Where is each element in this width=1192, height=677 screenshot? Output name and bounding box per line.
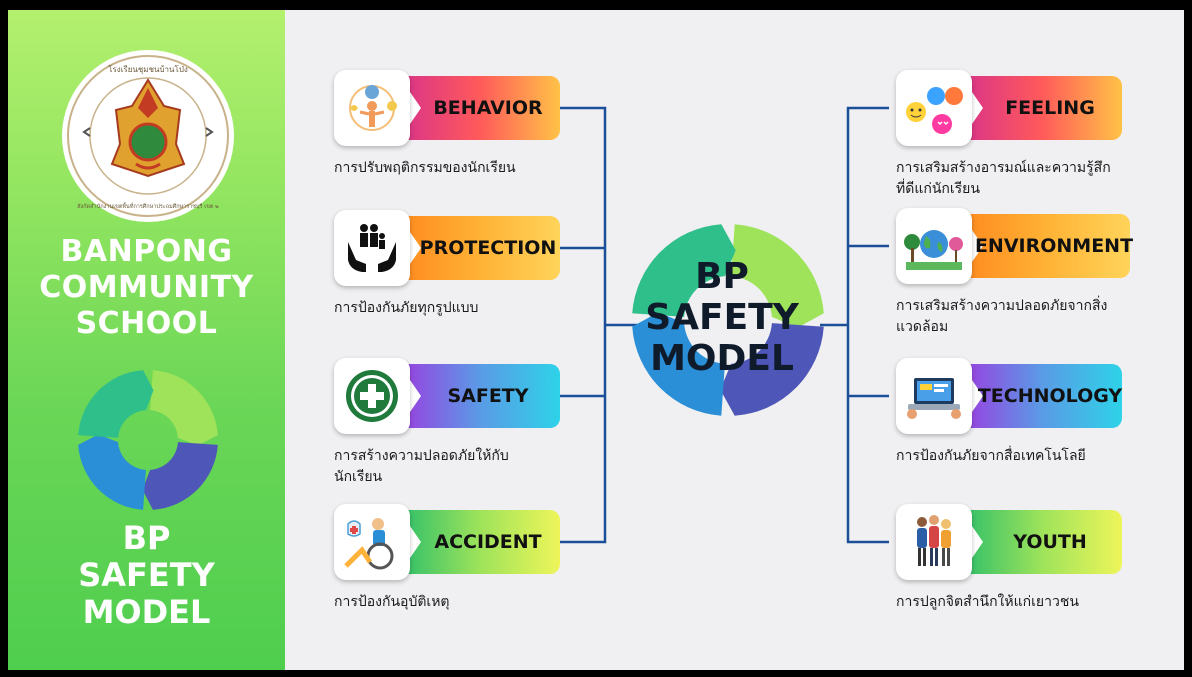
infographic-frame: โรงเรียนชุมชนบ้านโป่ง สังกัดสำนักงานเขตพ… — [8, 10, 1184, 670]
svg-text:โรงเรียนชุมชนบ้านโป่ง: โรงเรียนชุมชนบ้านโป่ง — [108, 64, 188, 74]
model-title-line: MODEL — [82, 593, 211, 631]
cycle-segment — [632, 224, 736, 317]
item-label: FEELING — [1005, 97, 1095, 119]
sidebar-model-title: BP SAFETY MODEL — [8, 520, 285, 631]
item-description-line: การปลูกจิตสำนึกให้แก่เยาวชน — [896, 594, 1079, 610]
item-description: การป้องกันภัยจากสื่อเทคโนโลยี — [896, 446, 1176, 467]
center-cycle-graphic — [632, 224, 824, 416]
model-title-line: SAFETY — [78, 556, 215, 594]
youth-group-icon — [896, 504, 972, 580]
item-label-bar: FEELING — [961, 76, 1122, 140]
center-title-line: BP — [695, 256, 749, 297]
cycle-segment — [142, 442, 218, 510]
item-description-line: การสร้างความปลอดภัยให้กับ — [334, 448, 509, 464]
cycle-segment — [731, 224, 824, 328]
center-title-line: SAFETY — [645, 297, 799, 338]
cycle-segment — [78, 370, 154, 438]
item-description: การเสริมสร้างอารมณ์และความรู้สึกที่ดีแก่… — [896, 158, 1176, 200]
school-name-line: SCHOOL — [75, 306, 218, 341]
item-description: การสร้างความปลอดภัยให้กับนักเรียน — [334, 446, 614, 488]
item-label-bar: TECHNOLOGY — [961, 364, 1123, 428]
item-label-bar: ENVIRONMENT — [961, 214, 1134, 278]
item-description: การป้องกันอุบัติเหตุ — [334, 592, 614, 613]
item-description-line: การเสริมสร้างอารมณ์และความรู้สึก — [896, 160, 1111, 176]
item-label: ACCIDENT — [434, 531, 542, 553]
item-description: การปลูกจิตสำนึกให้แก่เยาวชน — [896, 592, 1176, 613]
item-label: BEHAVIOR — [433, 97, 543, 119]
connector-lines — [560, 106, 889, 544]
item-label: ENVIRONMENT — [974, 235, 1134, 257]
wheelchair-icon — [334, 504, 410, 580]
item-description: การเสริมสร้างความปลอดภัยจากสิ่งแวดล้อม — [896, 296, 1176, 338]
item-description-line: การป้องกันภัยทุกรูปแบบ — [334, 300, 479, 316]
center-title-line: MODEL — [650, 338, 794, 379]
svg-text:สังกัดสำนักงานเขตพื้นที่การศึก: สังกัดสำนักงานเขตพื้นที่การศึกษาประถมศึก… — [77, 202, 219, 210]
item-label-bar: PROTECTION — [399, 216, 560, 280]
school-seal-icon: โรงเรียนชุมชนบ้านโป่ง สังกัดสำนักงานเขตพ… — [62, 50, 234, 222]
item-label-bar: BEHAVIOR — [399, 76, 560, 140]
item-description-line: แวดล้อม — [896, 319, 949, 335]
cycle-segment — [632, 312, 725, 416]
safety-first-icon — [334, 358, 410, 434]
center-title: BP SAFETY MODEL — [642, 256, 802, 379]
item-description: การปรับพฤติกรรมของนักเรียน — [334, 158, 614, 179]
item-label: YOUTH — [1013, 531, 1087, 553]
item-label-bar: ACCIDENT — [399, 510, 560, 574]
model-title-line: BP — [122, 519, 171, 557]
item-description-line: การเสริมสร้างความปลอดภัยจากสิ่ง — [896, 298, 1108, 314]
item-description-line: การป้องกันอุบัติเหตุ — [334, 594, 450, 610]
item-label-bar: YOUTH — [961, 510, 1122, 574]
item-description: การป้องกันภัยทุกรูปแบบ — [334, 298, 614, 319]
item-description-line: การป้องกันภัยจากสื่อเทคโนโลยี — [896, 448, 1086, 464]
globe-nature-icon — [896, 208, 972, 284]
behavior-icon — [334, 70, 410, 146]
item-description-line: การปรับพฤติกรรมของนักเรียน — [334, 160, 516, 176]
cycle-segment — [78, 434, 146, 510]
school-name: BANPONG COMMUNITY SCHOOL — [8, 234, 285, 342]
item-label: PROTECTION — [419, 237, 557, 259]
cycle-logo-icon — [78, 370, 218, 510]
hands-family-icon — [334, 210, 410, 286]
emoji-faces-icon — [896, 70, 972, 146]
school-name-line: COMMUNITY — [39, 270, 254, 305]
item-label-bar: SAFETY — [399, 364, 560, 428]
item-description-line: ที่ดีแก่นักเรียน — [896, 181, 980, 197]
item-description-line: นักเรียน — [334, 469, 383, 485]
sidebar: โรงเรียนชุมชนบ้านโป่ง สังกัดสำนักงานเขตพ… — [8, 10, 285, 670]
school-name-line: BANPONG — [60, 234, 233, 269]
cycle-segment — [720, 323, 824, 416]
laptop-icon — [896, 358, 972, 434]
item-label: SAFETY — [447, 385, 529, 407]
cycle-segment — [150, 370, 218, 446]
item-label: TECHNOLOGY — [977, 385, 1123, 407]
